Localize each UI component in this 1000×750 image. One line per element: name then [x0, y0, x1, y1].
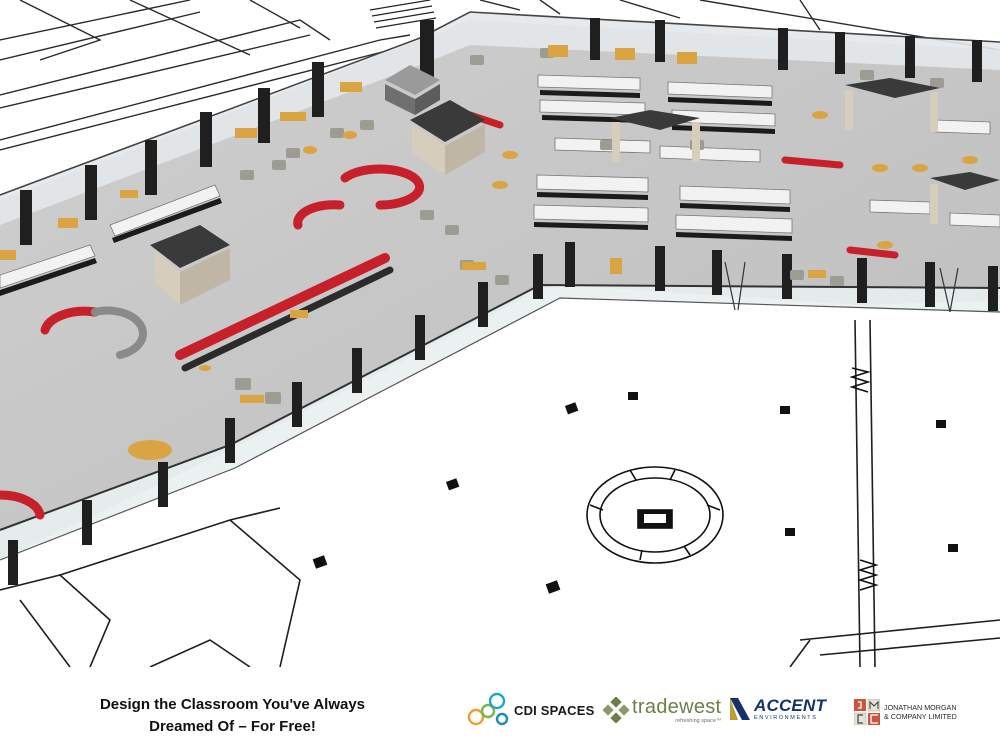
tagline-line-2: Dreamed Of – For Free! — [149, 718, 316, 735]
stair-icon — [369, 0, 437, 29]
accent-chevron-icon — [730, 698, 750, 720]
tradewest-name: tradewest — [632, 695, 722, 718]
tradewest-logo: tradewest refreshing space™ — [603, 690, 721, 730]
floor-plan-render — [0, 0, 1000, 667]
red-booths — [0, 111, 899, 520]
jonathan-morgan-name: JONATHAN MORGAN & COMPANY LIMITED — [884, 703, 957, 721]
glass-partition-front — [0, 283, 1000, 561]
footer-tagline: Design the Classroom You've Always Dream… — [60, 694, 405, 738]
jonathan-morgan-logo: JONATHAN MORGAN & COMPANY LIMITED — [854, 697, 957, 727]
jm-line-2: & COMPANY LIMITED — [884, 712, 957, 721]
floor-plan-svg — [0, 0, 1000, 667]
lounge-furniture — [0, 45, 978, 460]
tradewest-diamond-icon — [603, 697, 629, 723]
accent-name: ACCENT — [754, 696, 827, 715]
cdi-spaces-name: CDI SPACES — [514, 702, 595, 718]
spring-symbols — [849, 367, 879, 591]
cdi-spaces-logo: CDI SPACES — [466, 690, 595, 730]
tradewest-tagline: refreshing space™ — [675, 717, 722, 724]
study-pods — [150, 65, 1000, 305]
doors — [724, 261, 959, 313]
cdi-circles-icon — [467, 692, 509, 726]
floor-markers — [312, 392, 958, 594]
columns — [8, 18, 998, 585]
accent-environments-logo: ACCENT ENVIRONMENTS — [728, 694, 826, 724]
circular-seating-outline — [586, 466, 724, 564]
jm-line-1: JONATHAN MORGAN — [884, 703, 957, 712]
accent-subtitle: ENVIRONMENTS — [754, 715, 818, 721]
jm-monogram-icon — [854, 699, 880, 725]
tagline-line-1: Design the Classroom You've Always — [99, 696, 366, 713]
blueprint-lines-top — [0, 0, 1000, 151]
